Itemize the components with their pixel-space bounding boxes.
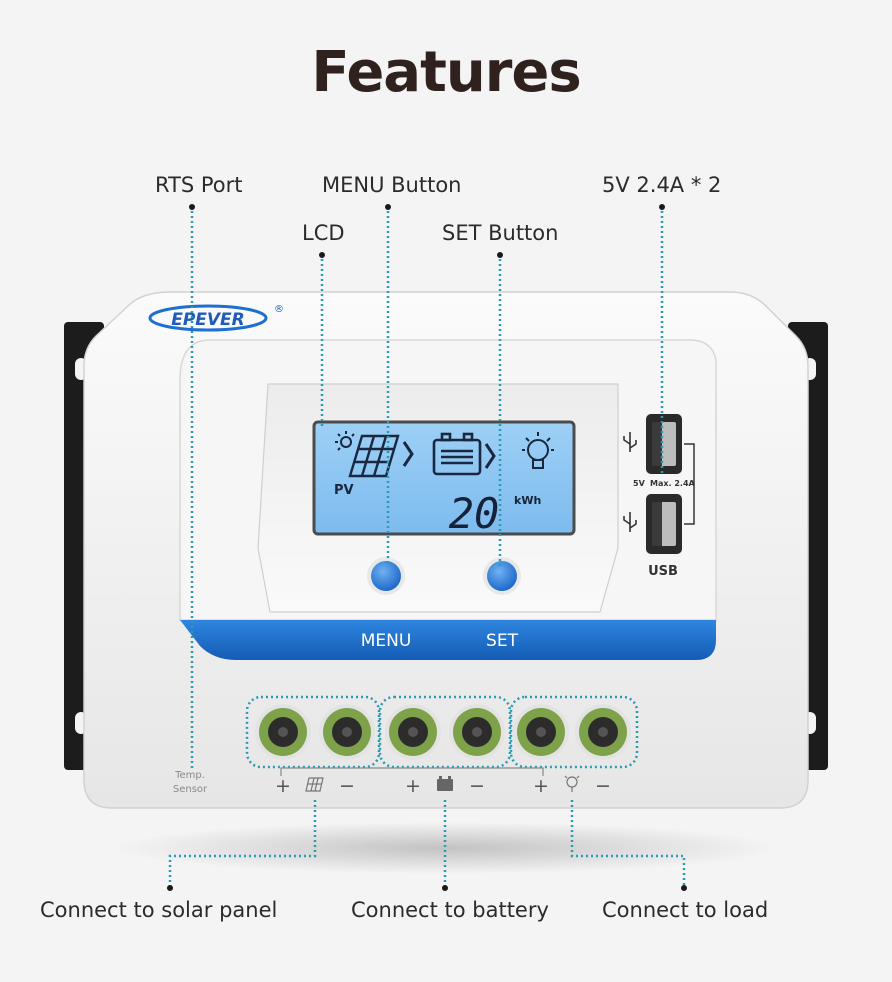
lcd-energy-unit: kWh: [514, 494, 541, 507]
bulb-small-icon: [564, 775, 580, 792]
load-minus-label: −: [595, 775, 611, 797]
registered-mark: ®: [274, 304, 284, 315]
solar-panel-small-icon: [305, 777, 324, 792]
lcd-energy-value: 20: [449, 489, 500, 538]
terminal-battery-negative[interactable]: [449, 704, 505, 760]
usb-symbol-icon: [623, 432, 637, 452]
polarity-guide-line: [280, 767, 544, 776]
brand-logo: EPEVER ®: [148, 304, 284, 332]
usb-voltage-label: 5V: [633, 479, 646, 488]
usb-label: USB: [648, 564, 678, 579]
terminal-solar-negative[interactable]: [319, 704, 375, 760]
terminal-load-negative[interactable]: [575, 704, 631, 760]
label-connect-battery: Connect to battery: [351, 898, 549, 922]
label-connect-solar: Connect to solar panel: [40, 898, 278, 922]
battery-small-icon: [437, 776, 453, 791]
usb-symbol-icon: [623, 512, 637, 532]
light-bulb-icon: [522, 432, 554, 469]
menu-button[interactable]: [371, 561, 401, 591]
terminal-solar-positive[interactable]: [255, 704, 311, 760]
temp-sensor-label-line2: Sensor: [173, 784, 208, 795]
set-band-label: SET: [486, 631, 519, 651]
solar-terminal-group: [245, 695, 381, 769]
battery-terminal-group: [378, 695, 512, 769]
page-title: Features: [311, 40, 581, 105]
callout-anchor-dots: [189, 204, 665, 258]
lcd-screen: PV 20 kWh: [312, 420, 576, 538]
callout-menu-button: MENU Button: [322, 173, 462, 197]
callout-usb-spec: 5V 2.4A * 2: [602, 173, 722, 197]
battery-plus-label: +: [405, 775, 421, 797]
load-terminal-group: [509, 695, 639, 769]
terminal-battery-positive[interactable]: [385, 704, 441, 760]
solar-panel-icon: [348, 434, 400, 478]
load-leader-line: [570, 800, 686, 888]
temp-sensor-label-line1: Temp.: [174, 770, 205, 781]
battery-icon: [432, 432, 482, 476]
set-button[interactable]: [487, 561, 517, 591]
connection-anchor-dots: [167, 885, 687, 891]
sun-icon: [335, 431, 355, 451]
battery-minus-label: −: [469, 775, 485, 797]
solar-plus-label: +: [275, 775, 291, 797]
floor-shadow: [116, 822, 776, 874]
callout-rts-port: RTS Port: [155, 173, 243, 197]
lcd-pv-label: PV: [334, 483, 354, 498]
label-connect-load: Connect to load: [602, 898, 769, 922]
usb-current-label: Max. 2.4A: [650, 479, 696, 488]
connection-leader-lines: [168, 800, 686, 888]
usb-bracket-line: [684, 443, 695, 525]
terminal-load-positive[interactable]: [513, 704, 569, 760]
menu-band-label: MENU: [361, 631, 412, 651]
callout-leader-lines: [190, 206, 664, 770]
control-band: [180, 620, 716, 660]
callout-lcd: LCD: [302, 221, 345, 245]
chevron-right-icon: [484, 443, 496, 469]
callout-set-button: SET Button: [442, 221, 559, 245]
brand-name: EPEVER: [171, 310, 245, 330]
chevron-right-icon: [402, 441, 414, 467]
load-plus-label: +: [533, 775, 549, 797]
solar-leader-line: [168, 800, 317, 888]
solar-minus-label: −: [339, 775, 355, 797]
usb-port-top[interactable]: [646, 414, 682, 474]
usb-port-bottom[interactable]: [646, 494, 682, 554]
